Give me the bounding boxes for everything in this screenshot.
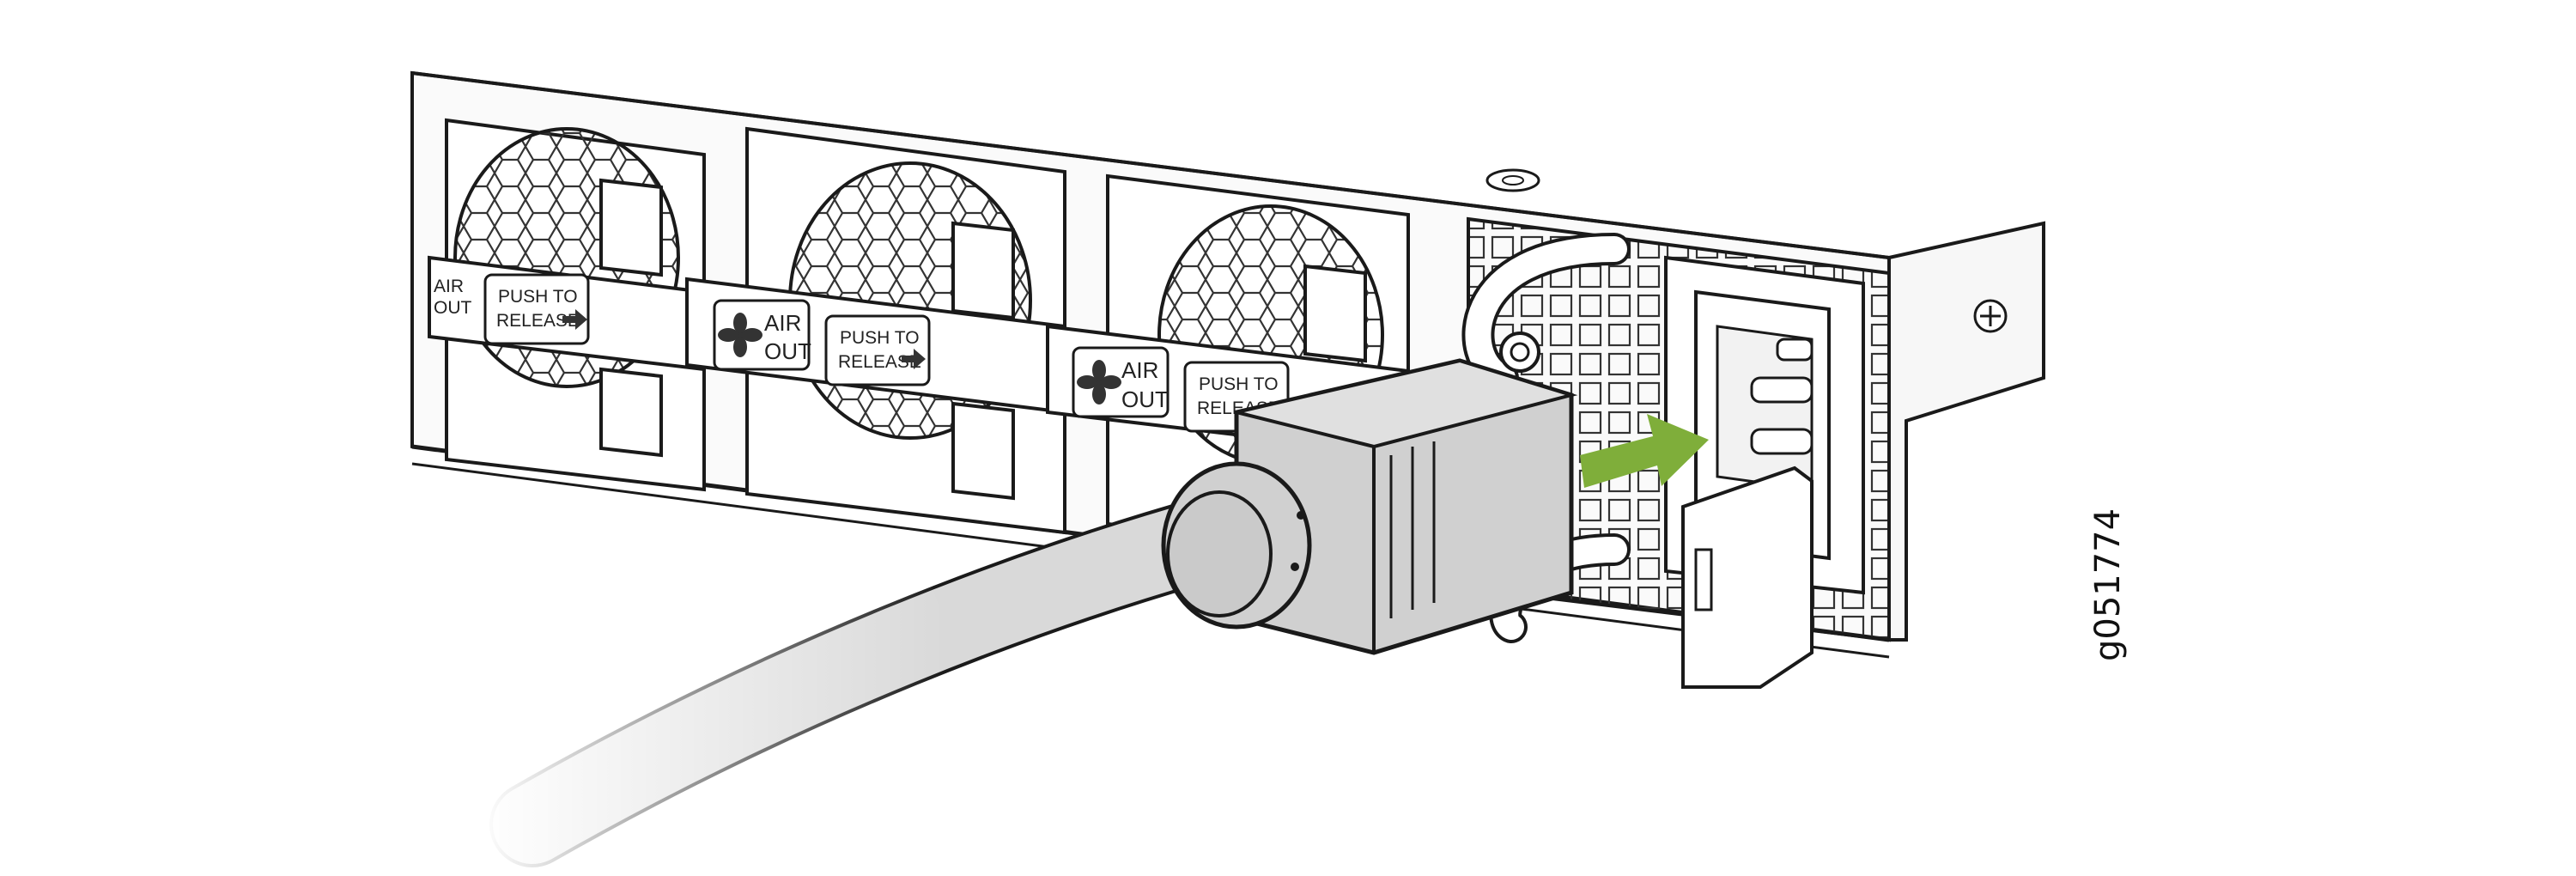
release-label-1: PUSH TO RELEASE	[483, 273, 590, 345]
power-cable	[452, 481, 1305, 876]
insertion-arrow-icon	[1580, 414, 1709, 488]
svg-text:RELEASE: RELEASE	[838, 352, 921, 372]
svg-text:AIR: AIR	[764, 310, 801, 336]
release-label-2: PUSH TO RELEASE	[824, 314, 931, 386]
svg-text:AIR: AIR	[1121, 357, 1158, 383]
svg-text:PUSH TO: PUSH TO	[840, 328, 920, 348]
air-out-label-1: AIR OUT	[434, 277, 472, 318]
cord-retainer-clip	[1681, 465, 1814, 689]
svg-text:AIR: AIR	[434, 277, 464, 296]
svg-text:g051774: g051774	[2088, 508, 2128, 661]
fan-icon	[718, 313, 762, 357]
fan-icon	[1077, 360, 1121, 405]
fan-module-1: PUSH TO RELEASE AIR OUT	[428, 118, 706, 492]
air-out-label-3: AIR OUT	[1072, 346, 1170, 418]
air-out-label-2: AIR OUT	[713, 299, 811, 371]
svg-text:PUSH TO: PUSH TO	[498, 287, 578, 307]
svg-text:RELEASE: RELEASE	[496, 311, 580, 331]
figure-id: g051774	[2088, 508, 2128, 661]
svg-text:OUT: OUT	[434, 298, 472, 318]
fan-module-2: AIR OUT PUSH TO RELEASE	[685, 126, 1066, 535]
svg-text:OUT: OUT	[764, 338, 811, 364]
svg-text:PUSH TO: PUSH TO	[1199, 374, 1279, 394]
svg-text:OUT: OUT	[1121, 386, 1169, 412]
ground-screw-icon	[1973, 299, 2008, 333]
top-screw-icon	[1485, 168, 1540, 192]
power-plug	[1161, 358, 1578, 655]
